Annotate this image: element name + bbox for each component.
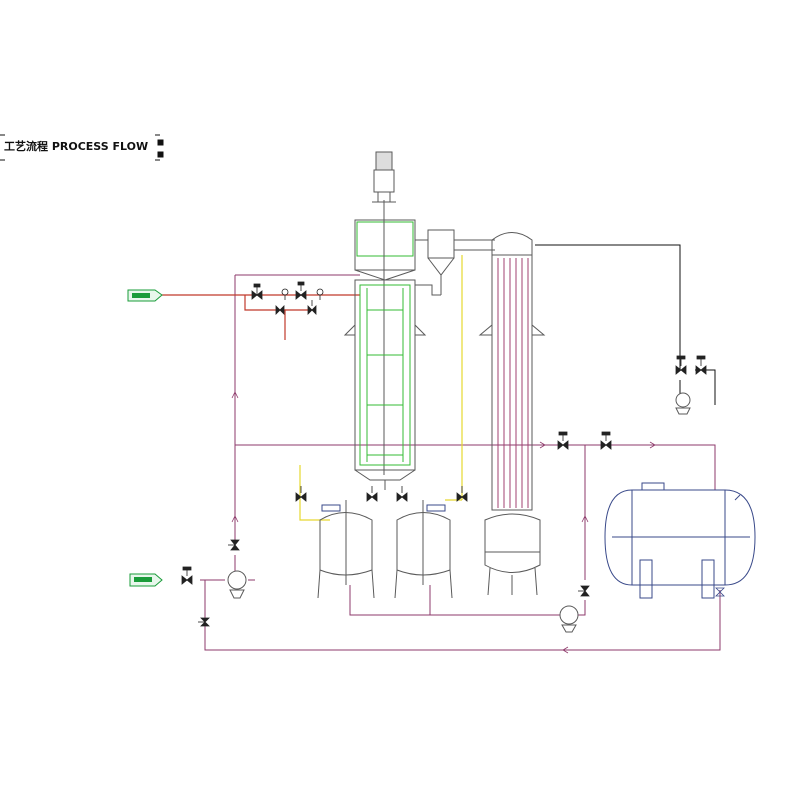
flow-arrows (231, 391, 656, 654)
valve-process-1 (557, 431, 569, 450)
inlet-feed (129, 573, 163, 587)
valve-tank-right-a (396, 486, 408, 502)
title-bracket (0, 134, 164, 161)
steam-lines (162, 294, 360, 340)
valve-steam-6 (307, 300, 317, 315)
valve-steam-2 (281, 288, 289, 300)
vacuum-line (535, 244, 716, 405)
evaporator-column (343, 151, 427, 490)
valve-process-2 (600, 431, 612, 450)
condenser (478, 232, 546, 511)
valves (181, 281, 725, 627)
receiver-tank-left (317, 500, 375, 599)
valve-storage-outlet (715, 587, 725, 597)
valve-steam-4 (316, 288, 324, 300)
inlet-steam (127, 289, 163, 302)
valve-vac-1 (675, 355, 687, 375)
side-separator (415, 229, 495, 296)
valve-tank-left-a (295, 486, 307, 502)
valve-transfer (578, 585, 590, 597)
condenser-receiver (484, 513, 541, 596)
transfer-pump (559, 605, 579, 633)
valve-tank-right-b (456, 486, 468, 502)
valve-feed-2 (198, 617, 210, 627)
feed-pump (227, 570, 247, 599)
valve-feed-1 (181, 566, 193, 585)
valve-steam-3 (295, 281, 307, 300)
valve-steam-5 (275, 305, 285, 315)
page-title: 工艺流程 PROCESS FLOW (4, 140, 149, 153)
vacuum-pump (675, 392, 691, 415)
valve-process-3 (228, 539, 240, 551)
process-lines (200, 274, 721, 651)
valve-steam-1 (251, 283, 263, 300)
receiver-tank-right (394, 500, 453, 599)
valve-vac-2 (695, 355, 707, 375)
storage-tank (604, 482, 756, 599)
valve-tank-left-b (366, 486, 378, 502)
